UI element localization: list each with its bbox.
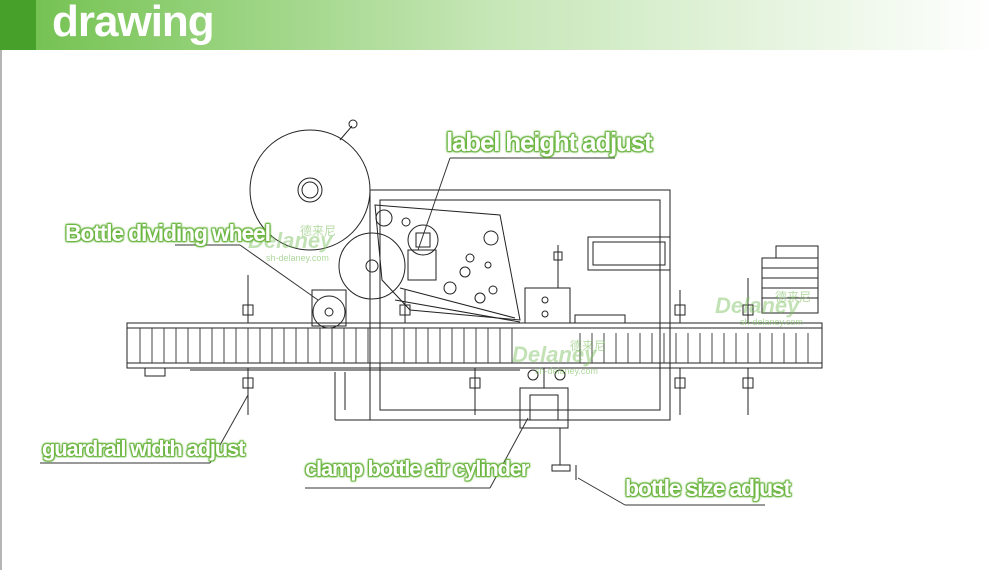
callout-leaders (40, 157, 765, 506)
conveyor-slats (139, 328, 809, 363)
clamp-bottle-air-cylinder-label: clamp bottle air cylinder (305, 456, 529, 481)
watermark-site-3: sh-delaney.com (740, 317, 803, 327)
second-roll (338, 232, 406, 300)
dividing-wheel (311, 289, 347, 329)
label-height-adjust-label: label height adjust (446, 127, 653, 157)
watermark-site-2: sh-delaney.com (535, 366, 598, 376)
machine-frame (334, 189, 671, 421)
sensor-bracket (524, 245, 571, 324)
conveyor (126, 314, 823, 377)
header-accent-bar (0, 0, 36, 50)
watermark-chinese-2: 德来尼 (570, 339, 607, 353)
guardrail-width-adjust-label: guardrail width adjust (42, 436, 245, 461)
motor (761, 245, 819, 314)
control-box (587, 236, 671, 271)
watermark-brand-3: Delaney (715, 293, 800, 318)
page-title: drawing (52, 0, 215, 46)
watermark-chinese-1: 德来尼 (300, 224, 337, 238)
clamp-cylinder (519, 368, 577, 480)
watermark-brand-2: Delaney (512, 342, 597, 367)
bottle-size-adjust-label: bottle size adjust (625, 475, 791, 501)
bottle-dividing-wheel-label: Bottle dividing wheel (65, 220, 271, 246)
guardrail-posts (242, 275, 754, 415)
label-head (374, 204, 521, 323)
left-border-line (0, 50, 2, 570)
watermark-brand-1: Delaney (248, 228, 333, 253)
watermark-chinese-3: 德来尼 (775, 290, 812, 304)
watermark-site-1: sh-delaney.com (266, 253, 329, 263)
label-roll (249, 119, 371, 251)
header-banner: drawing (0, 0, 998, 50)
